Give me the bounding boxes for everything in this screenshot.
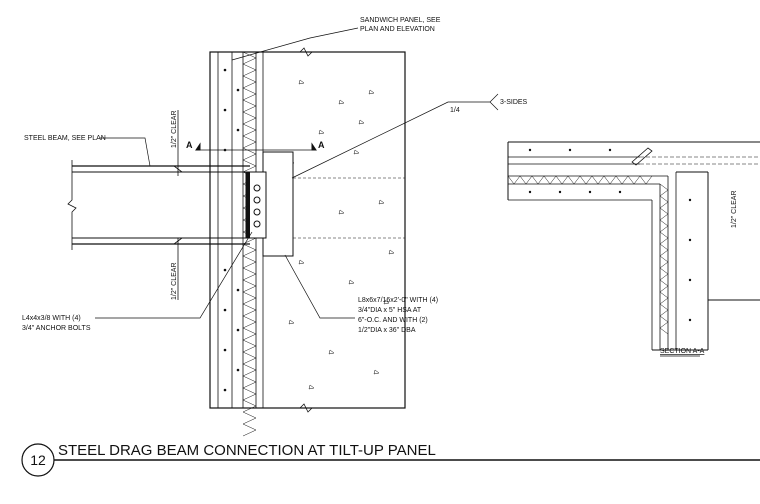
section-letter-right: A — [318, 140, 325, 150]
steel-beam — [67, 160, 267, 250]
note-angle-1: L4x4x3/8 WITH (4) — [22, 315, 81, 322]
section-letter-left: A — [186, 140, 193, 150]
anchor-bolts — [253, 184, 261, 228]
section-aa-drawing — [507, 141, 760, 351]
note-plate-2: 3/4"DIA x 5" HSA AT — [358, 307, 422, 314]
note-plate-4: 1/2"DIA x 36" DBA — [358, 327, 416, 334]
section-aa-label: SECTION A-A — [660, 348, 705, 355]
note-weld-size: 1/4 — [450, 107, 460, 114]
note-plate-1: L8x6x7/16x2'-0" WITH (4) — [358, 297, 438, 304]
leader-lines — [95, 27, 499, 319]
note-weld-sides: 3-SIDES — [500, 99, 528, 106]
note-sandwich-panel-1: SANDWICH PANEL, SEE — [360, 17, 441, 24]
detail-title: STEEL DRAG BEAM CONNECTION AT TILT-UP PA… — [58, 442, 436, 459]
note-sandwich-panel-2: PLAN AND ELEVATION — [360, 26, 435, 33]
note-steel-beam: STEEL BEAM, SEE PLAN — [24, 135, 106, 142]
note-angle-2: 3/4" ANCHOR BOLTS — [22, 325, 91, 332]
detail-title-block: 12 STEEL DRAG BEAM CONNECTION AT TILT-UP… — [21, 442, 760, 477]
note-clear-upper: 1/2" CLEAR — [171, 110, 178, 148]
note-plate-3: 6"-O.C. AND WITH (2) — [358, 317, 428, 324]
tilt-up-panel — [209, 47, 406, 437]
embed-plate — [262, 151, 294, 257]
note-clear-lower: 1/2" CLEAR — [171, 262, 178, 300]
section-cut-marker — [195, 142, 317, 151]
detail-number: 12 — [30, 452, 46, 468]
note-clear-section: 1/2" CLEAR — [731, 190, 738, 228]
